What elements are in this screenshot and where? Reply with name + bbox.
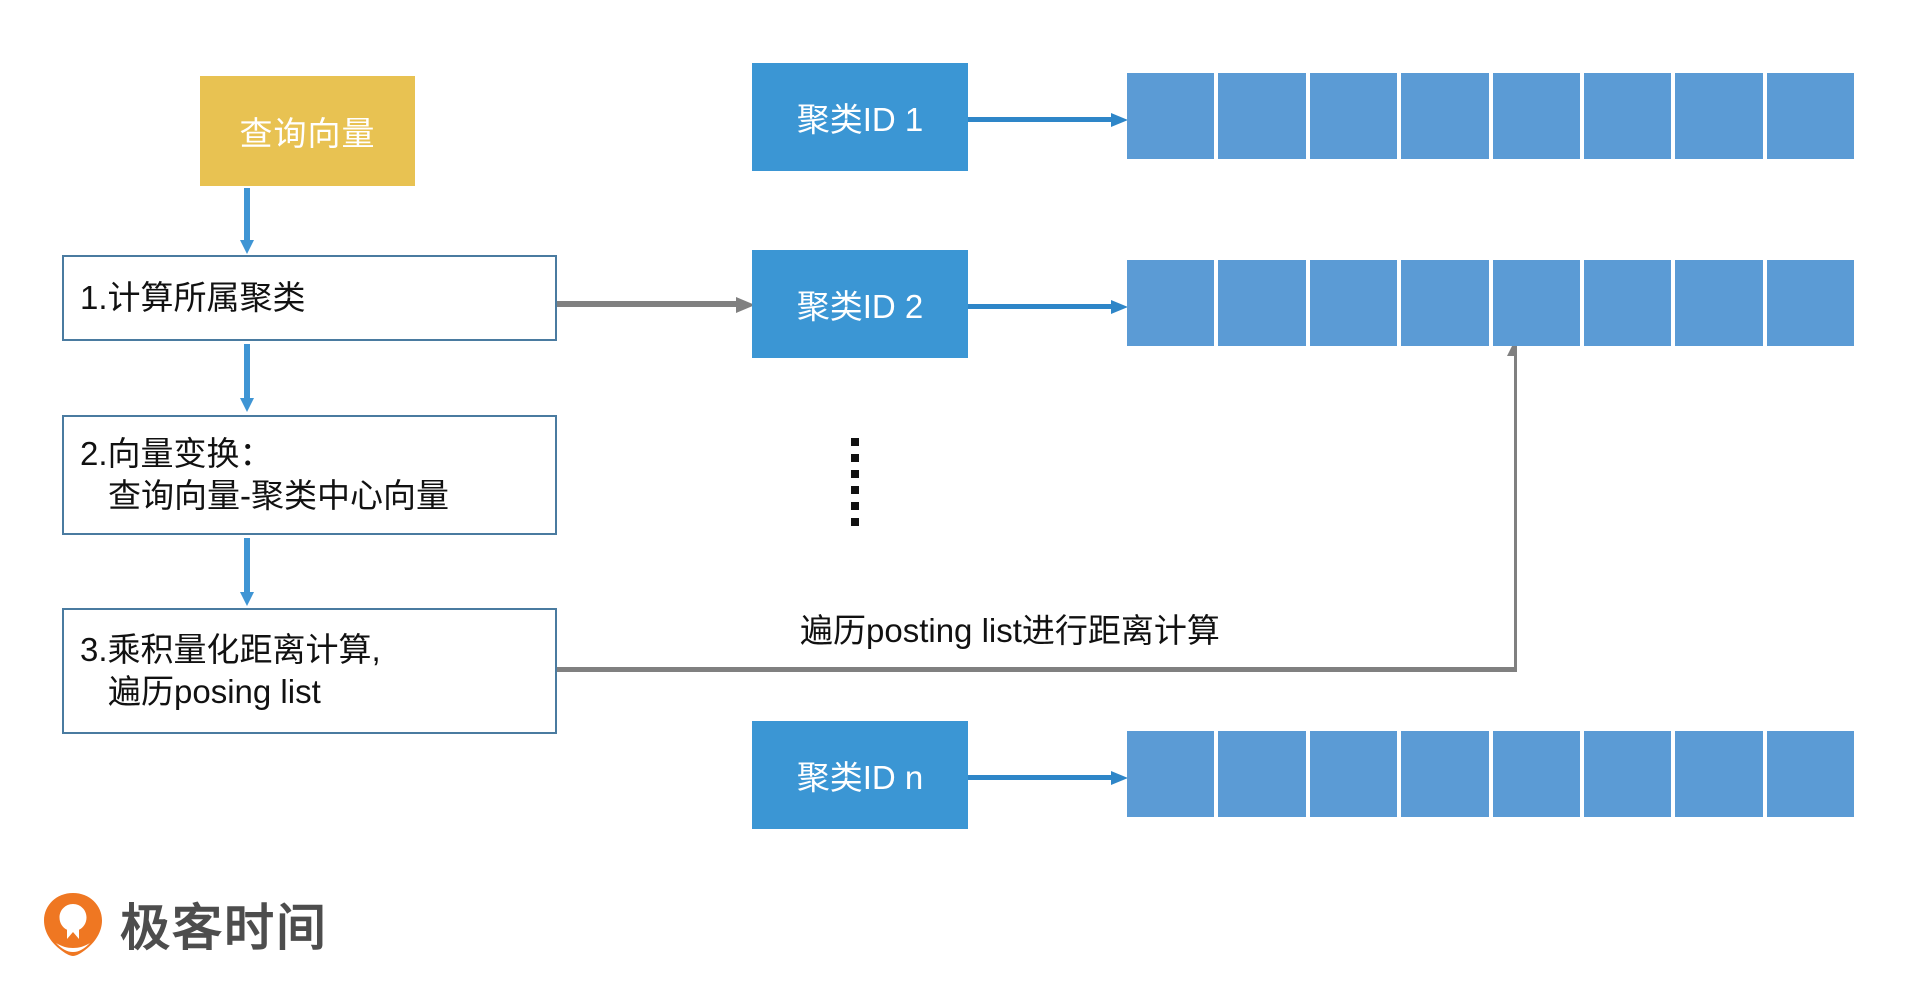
ellipsis-dot [851,486,859,494]
arrow-head [736,297,755,313]
arrow-head [240,398,254,412]
ellipsis-dot [851,470,859,478]
arrow-cluster1-to-list1 [968,113,1128,127]
vertical-ellipsis [851,438,859,534]
arrow-head [240,592,254,606]
posting-cell [1127,731,1215,817]
posting-cell [1583,731,1672,817]
cluster-label-2: 聚类ID 2 [796,288,924,325]
step-3-line-2: 遍历posing list [108,673,321,710]
step-box-3: 3.乘积量化距离计算, 遍历posing list [62,608,557,734]
traverse-caption: 遍历posting list进行距离计算 [800,612,1220,649]
step-3-line-1: 3.乘积量化距离计算, [80,630,381,668]
posting-cell [1218,260,1306,346]
posting-cell [1401,260,1489,346]
posting-cell [1127,260,1215,346]
arrow-shaft [968,304,1112,309]
posting-cell [1766,731,1854,817]
logo-text: 极客时间 [120,900,328,956]
posting-cell [1583,260,1672,346]
brand-logo: 极客时间 [42,888,328,960]
arrow-head [1111,771,1128,785]
posting-cell [1309,731,1398,817]
ellipsis-dot [851,438,859,446]
posting-cell [1309,73,1398,159]
step-box-1: 1.计算所属聚类 [62,255,557,341]
arrow-shaft [557,301,737,307]
arrow-shaft [244,538,250,593]
query-vector-box: 查询向量 [200,76,415,186]
posting-cell [1401,73,1489,159]
arrow-query-to-step1 [240,188,254,254]
ellipsis-dot [851,518,859,526]
cluster-label-1: 聚类ID 1 [796,101,924,138]
posting-cell [1309,260,1398,346]
posting-cell [1492,73,1580,159]
posting-cell [1675,260,1763,346]
arrow-shaft [244,344,250,399]
arrow-shaft [968,775,1112,780]
arrow-cluster2-to-list2 [968,300,1128,314]
arrow-shaft [244,188,250,241]
arrow-step2-to-step3 [240,538,254,606]
posting-list-1 [1127,73,1854,159]
query-vector-label: 查询向量 [239,115,376,152]
posting-cell [1583,73,1672,159]
step-2-line-1: 2.向量变换： [80,434,273,472]
arrow-head [1111,300,1128,314]
arrow-head [1111,113,1128,127]
step-1-line-1: 1.计算所属聚类 [80,278,306,316]
ellipsis-dot [851,454,859,462]
cluster-label-n: 聚类ID n [796,759,924,796]
posting-cell [1218,73,1306,159]
arrow-shaft [968,117,1112,122]
ellipsis-dot [851,502,859,510]
posting-cell [1218,731,1306,817]
arrow-clustern-to-listn [968,771,1128,785]
posting-list-2 [1127,260,1854,346]
posting-cell [1766,73,1854,159]
posting-list-n [1127,731,1854,817]
cluster-box-n: 聚类ID n [752,721,968,829]
geekbang-logo-icon [44,893,102,956]
posting-cell [1127,73,1215,159]
posting-cell [1766,260,1854,346]
posting-cell [1401,731,1489,817]
arrow-step1-to-cluster2 [557,297,755,313]
cluster-box-2: 聚类ID 2 [752,250,968,358]
arrow-step1-to-step2 [240,344,254,412]
posting-cell [1492,260,1580,346]
posting-cell [1492,731,1580,817]
posting-cell [1675,731,1763,817]
posting-cell [1675,73,1763,159]
step-box-2: 2.向量变换： 查询向量-聚类中心向量 [62,415,557,535]
step-2-line-2: 查询向量-聚类中心向量 [108,477,449,514]
arrow-head [240,240,254,254]
cluster-box-1: 聚类ID 1 [752,63,968,171]
